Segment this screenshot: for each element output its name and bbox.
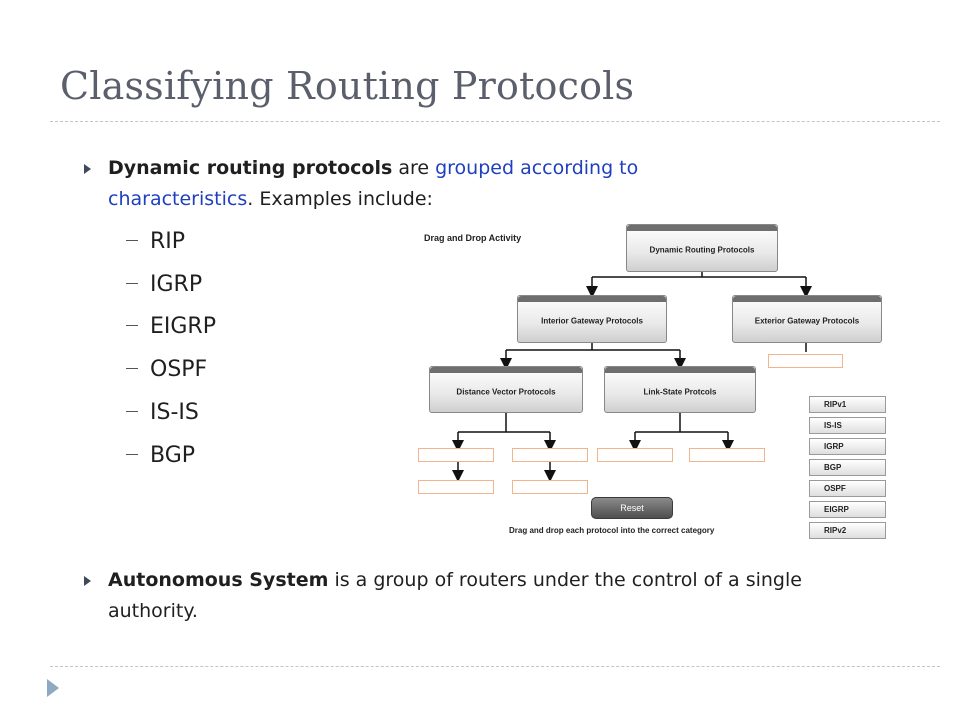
node-label: Distance Vector Protocols [456,386,556,396]
bullet-arrow-icon [84,576,91,586]
slide-title: Classifying Routing Protocols [60,64,635,108]
node-link-state: Link-State Protcols [604,366,756,413]
drop-slot-distance-vector[interactable] [512,448,588,462]
bullet-dynamic-routing: Dynamic routing protocols are grouped ac… [108,153,748,215]
activity-instruction: Drag and drop each protocol into the cor… [509,526,715,535]
drop-slot-exterior[interactable] [768,354,843,368]
drop-slot-distance-vector[interactable] [512,480,588,494]
node-label: Interior Gateway Protocols [541,316,643,326]
bullet-autonomous-system: Autonomous System is a group of routers … [108,565,868,627]
example-label: BGP [150,443,196,468]
example-item: IS-IS [126,400,199,425]
node-label: Dynamic Routing Protocols [649,245,755,255]
bottom-divider [50,666,940,667]
top-divider [50,121,940,122]
example-label: RIP [150,229,186,254]
bullet1-bold: Dynamic routing protocols [108,157,393,179]
example-item: OSPF [126,357,207,382]
node-exterior-gateway: Exterior Gateway Protocols [732,295,882,343]
bullet1-text-a: are [392,157,436,179]
drop-slot-link-state[interactable] [597,448,673,462]
node-distance-vector: Distance Vector Protocols [429,366,583,413]
bullet-arrow-icon [84,164,91,174]
example-item: RIP [126,229,185,254]
protocol-chip[interactable]: RIPv2 [809,522,886,539]
node-label: Link-State Protcols [643,386,717,396]
drop-slot-distance-vector[interactable] [418,448,494,462]
protocol-chip[interactable]: EIGRP [809,501,886,518]
reset-button[interactable]: Reset [591,497,673,519]
node-label: Exterior Gateway Protocols [754,316,860,326]
activity-heading: Drag and Drop Activity [424,233,522,243]
example-item: IGRP [126,272,202,297]
example-label: IGRP [150,272,203,297]
protocol-chip[interactable]: OSPF [809,480,886,497]
node-interior-gateway: Interior Gateway Protocols [517,295,667,343]
example-item: BGP [126,443,195,468]
example-label: IS-IS [150,400,199,425]
example-label: OSPF [150,357,208,382]
protocol-chip[interactable]: RIPv1 [809,396,886,413]
bullet1-highlight: grouped according to characteristics [108,157,639,210]
protocol-chip[interactable]: BGP [809,459,886,476]
example-label: EIGRP [150,314,216,339]
bullet1-text-b: . Examples include: [247,188,433,210]
drop-slot-link-state[interactable] [689,448,765,462]
bullet2-bold: Autonomous System [108,569,329,591]
bullet2-text: is a group of routers under the control … [108,569,802,622]
slide-marker-icon [47,679,59,697]
protocol-chip[interactable]: IGRP [809,438,886,455]
node-dynamic-routing: Dynamic Routing Protocols [626,224,778,272]
example-item: EIGRP [126,314,216,339]
protocol-chip[interactable]: IS-IS [809,417,886,434]
drop-slot-distance-vector[interactable] [418,480,494,494]
